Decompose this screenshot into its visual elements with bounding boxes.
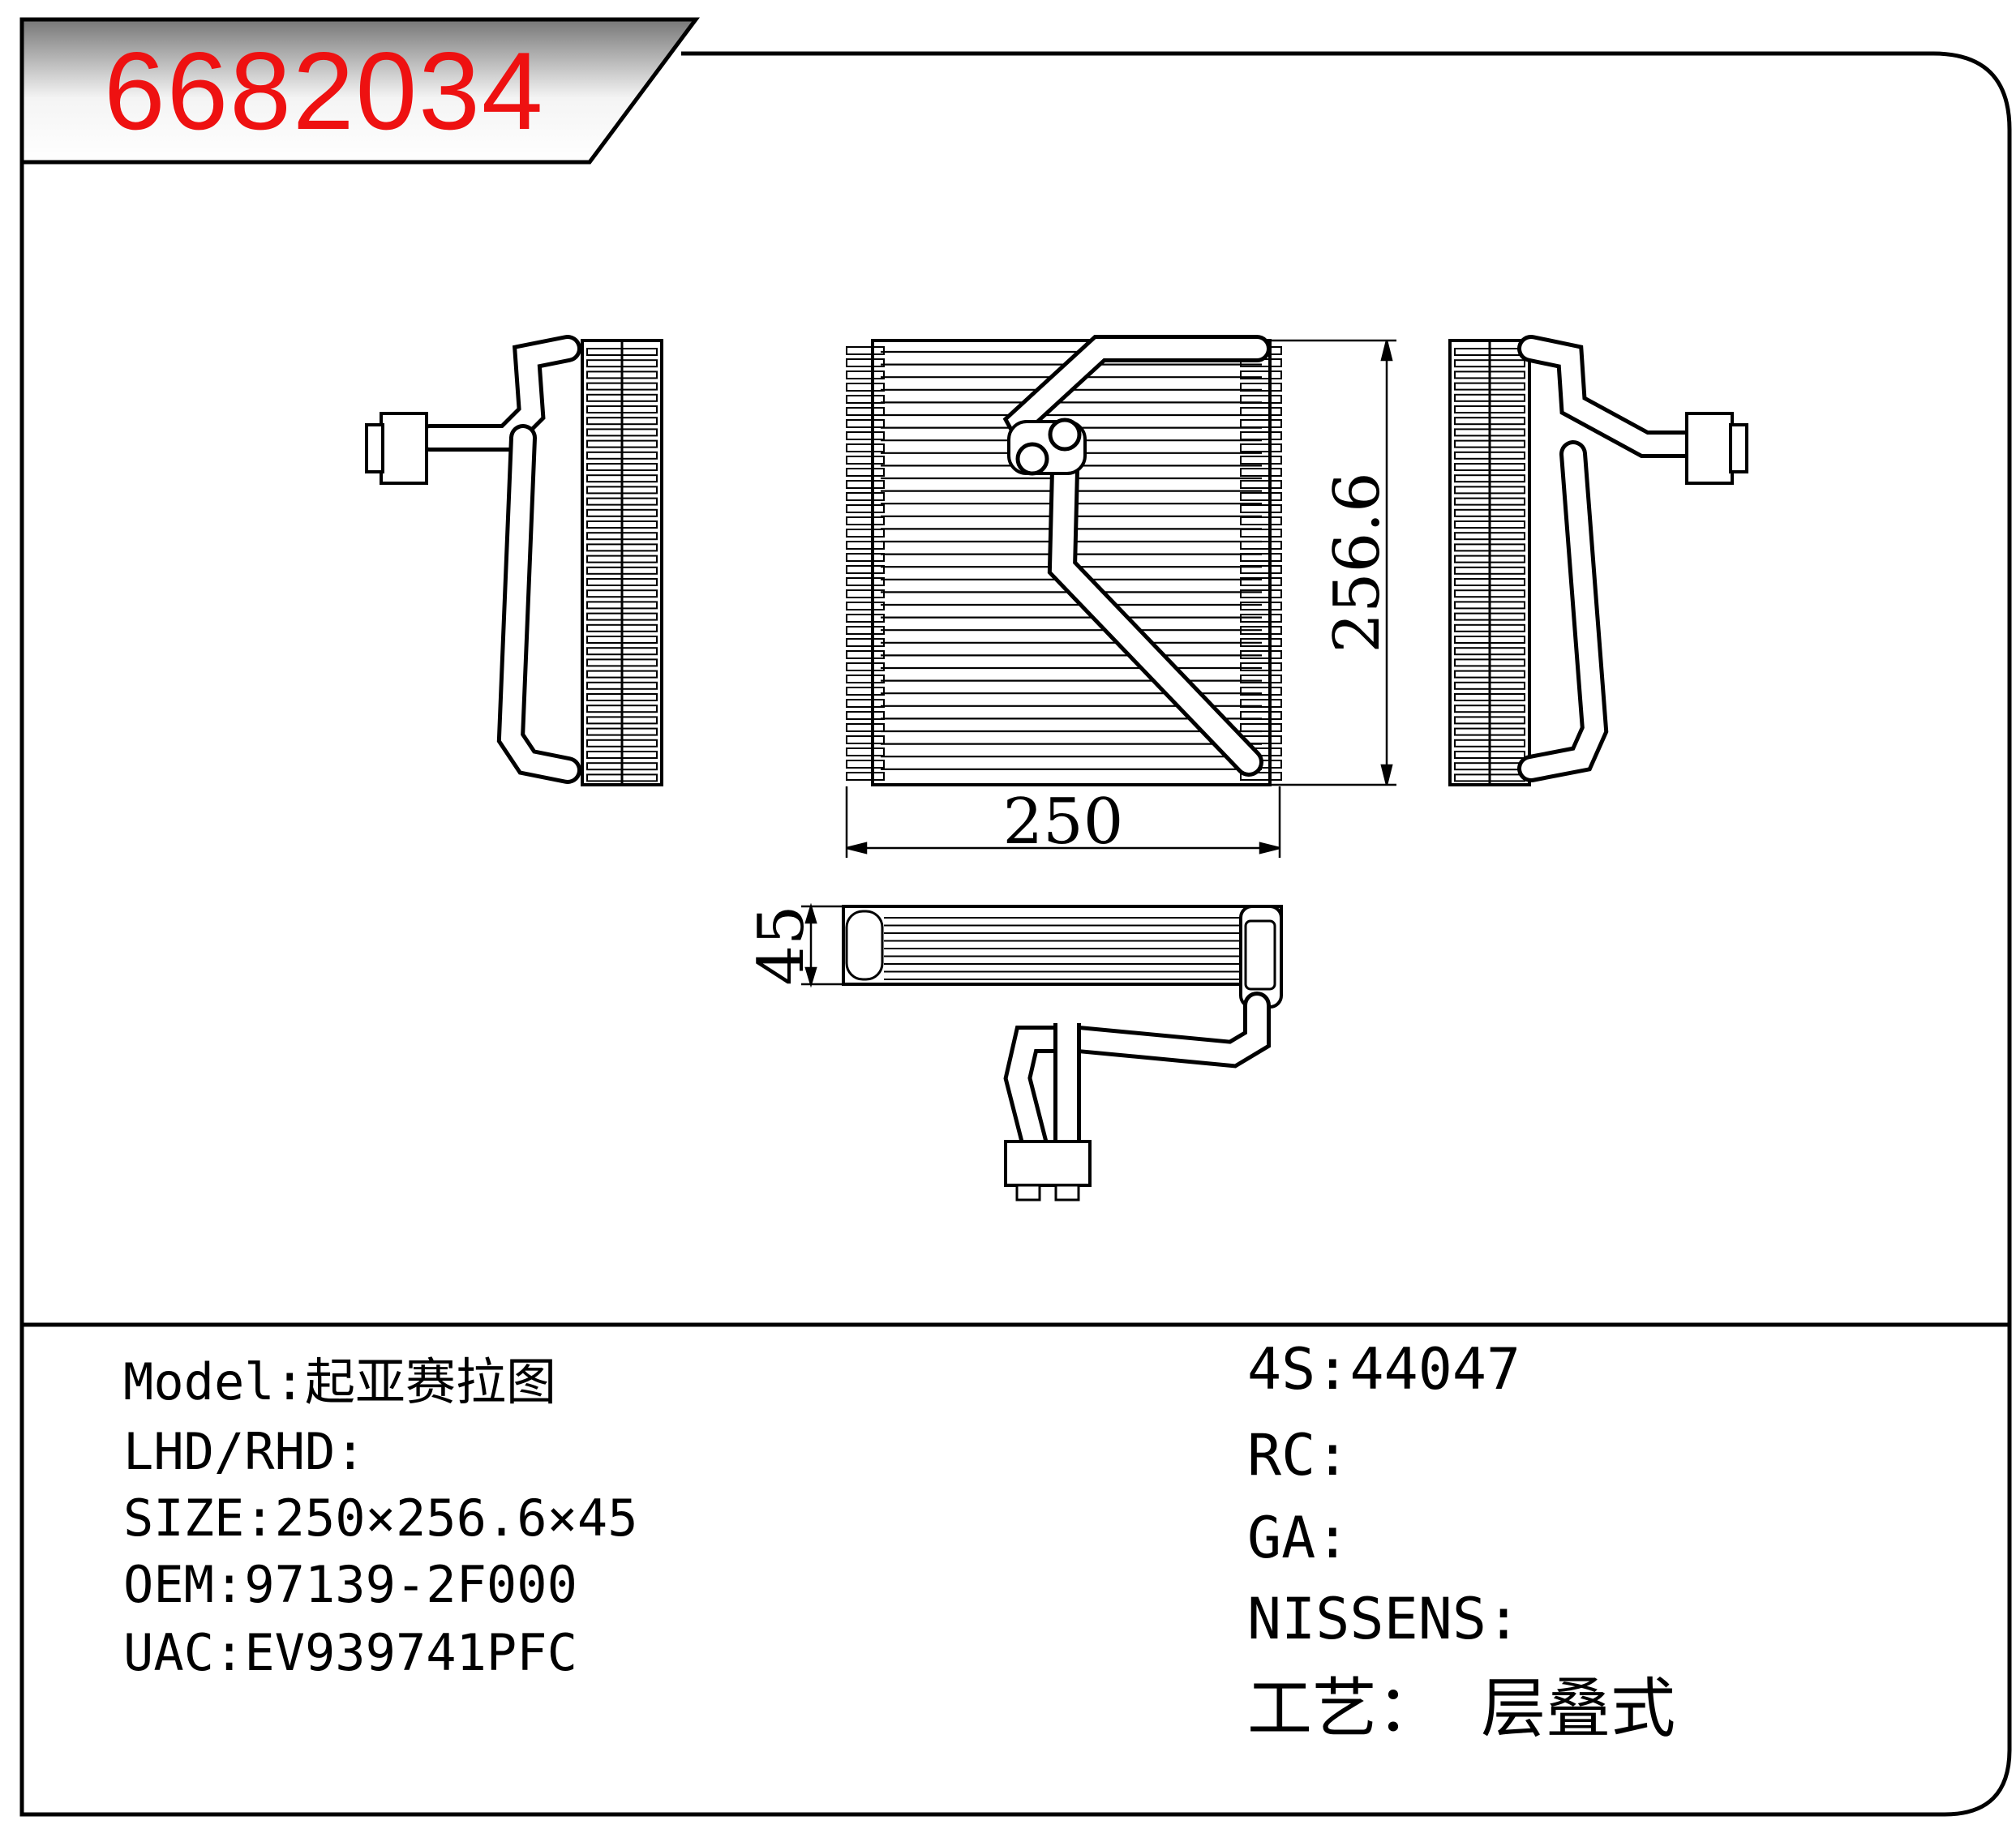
dimension-depth — [801, 902, 848, 988]
side-core — [1448, 339, 1531, 786]
outlet-pipe-inner — [1051, 460, 1259, 773]
core-outline — [871, 339, 1272, 786]
top-tubes — [884, 917, 1241, 980]
spec-ga: GA: — [1247, 1505, 1350, 1571]
right-side-view — [1448, 335, 1748, 786]
spec-size: SIZE:250×256.6×45 — [123, 1488, 638, 1548]
spec-nissens: NISSENS: — [1247, 1586, 1521, 1652]
dimension-depth-label: 45 — [745, 905, 818, 985]
front-view — [846, 335, 1282, 786]
part-number: 6682034 — [104, 29, 545, 152]
spec-lhd-rhd: LHD/RHD: — [123, 1422, 366, 1481]
side-core — [581, 339, 663, 786]
spec-oem: OEM:97139-2F000 — [123, 1555, 577, 1614]
port-hole — [1048, 418, 1082, 452]
top-fitting — [1004, 1140, 1092, 1187]
header-tab — [19, 17, 700, 165]
side-fitting — [380, 412, 428, 485]
port-hole — [1015, 442, 1049, 476]
dimension-height-label: 256.6 — [1321, 472, 1394, 653]
left-side-view — [365, 335, 663, 786]
core-fins-left — [846, 346, 885, 781]
dimension-height — [1265, 339, 1396, 786]
spec-uac: UAC:EV939741PFC — [123, 1623, 577, 1682]
top-view — [842, 905, 1283, 1201]
spec-4s: 4S:44047 — [1247, 1336, 1521, 1403]
spec-process: 工艺： 层叠式 — [1247, 1671, 1676, 1746]
dimension-width-label: 250 — [1003, 786, 1124, 859]
spec-rc: RC: — [1247, 1422, 1350, 1488]
core-fins-right — [1240, 346, 1282, 781]
dimension-width — [845, 786, 1281, 858]
side-fitting — [1685, 412, 1734, 485]
spec-model: Model:起亚赛拉图 — [123, 1352, 556, 1411]
sheet-frame — [19, 51, 2012, 1817]
